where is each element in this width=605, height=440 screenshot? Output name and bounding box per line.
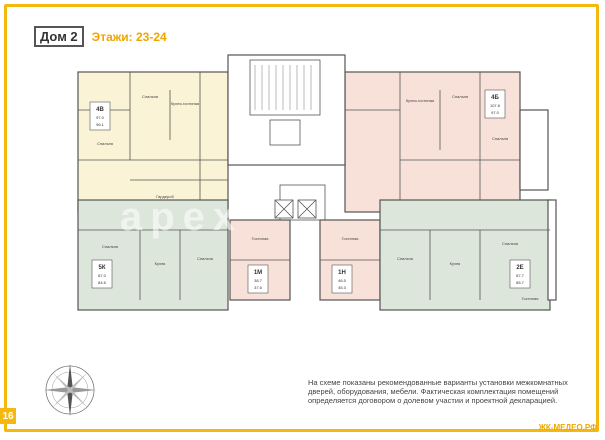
floor-plan: 4B 97.0 96.1 4Б 107.6 97.0 5К 87.0 84.6 … [77, 54, 557, 311]
apt-area2: 37.6 [254, 285, 263, 290]
apt-area2: 45.3 [338, 285, 347, 290]
room-label: Гостиная [522, 296, 539, 301]
room-label: Спальня [97, 141, 113, 146]
apt-badge-4b-right: 4Б 107.6 97.0 [484, 89, 506, 119]
room-label: Гостиная [342, 236, 359, 241]
apt-4b-zone [77, 71, 229, 213]
room-label: Спальня [502, 241, 518, 246]
apt-id: 2Е [516, 265, 523, 271]
apt-badges: 4B 97.0 96.1 4Б 107.6 97.0 5К 87.0 84.6 … [89, 89, 531, 294]
room-label: Спальня [492, 136, 508, 141]
apt-2e-zone [379, 199, 551, 311]
room-label: Гостиная [252, 236, 269, 241]
site-name[interactable]: ЖК-МЕДЕО.РФ [538, 423, 597, 432]
room-labels: Спальня Кухня-гостиная Спальня Гардероб … [97, 94, 538, 301]
disclaimer-note: На схеме показаны рекомендованные вариан… [308, 378, 568, 405]
page-number: 16 [0, 408, 16, 424]
room-label: Кухня [450, 261, 461, 266]
apt-area: 87.7 [516, 273, 525, 278]
apt-area: 46.5 [338, 278, 347, 283]
room-label: Спальня [102, 244, 118, 249]
page-frame [4, 4, 599, 432]
floors-label: Этажи: 23-24 [92, 30, 167, 44]
room-label: Спальня [142, 94, 158, 99]
apt-area: 97.0 [96, 115, 105, 120]
room-label: Спальня [397, 256, 413, 261]
apt-area2: 84.6 [98, 280, 107, 285]
apt-badge-1m: 1М 38.7 37.6 [247, 264, 269, 294]
room-label: Кухня-гостиная [406, 98, 434, 103]
apt-area: 107.6 [490, 103, 501, 108]
apt-id: 4B [96, 107, 104, 113]
floors-value: 23-24 [135, 29, 167, 44]
apt-area2: 96.1 [96, 122, 105, 127]
apt-badge-2e: 2Е 87.7 85.7 [509, 259, 531, 289]
apt-id: 1Н [338, 270, 346, 276]
apt-id: 5К [99, 265, 106, 271]
room-label: Гардероб [156, 194, 174, 199]
core-zone [227, 54, 346, 166]
apt-badge-4b: 4B 97.0 96.1 [89, 101, 111, 131]
apt-area2: 97.0 [491, 110, 500, 115]
house-label: Дом 2 [34, 26, 84, 47]
compass-icon [44, 364, 96, 416]
room-label: Спальня [452, 94, 468, 99]
room-label: Спальня [197, 256, 213, 261]
apt-id: 4Б [491, 95, 499, 101]
apt-id: 1М [254, 270, 262, 276]
apt-area: 87.0 [98, 273, 107, 278]
apt-5k-zone [77, 199, 229, 311]
room-label: Кухня [155, 261, 166, 266]
apt-area2: 85.7 [516, 280, 525, 285]
room-label: Кухня-гостиная [171, 101, 199, 106]
apt-badge-1n: 1Н 46.5 45.3 [331, 264, 353, 294]
apt-area: 38.7 [254, 278, 263, 283]
apt-badge-5k: 5К 87.0 84.6 [91, 259, 113, 289]
header: Дом 2 Этажи: 23-24 [34, 26, 167, 47]
floors-caption: Этажи: [91, 29, 133, 44]
